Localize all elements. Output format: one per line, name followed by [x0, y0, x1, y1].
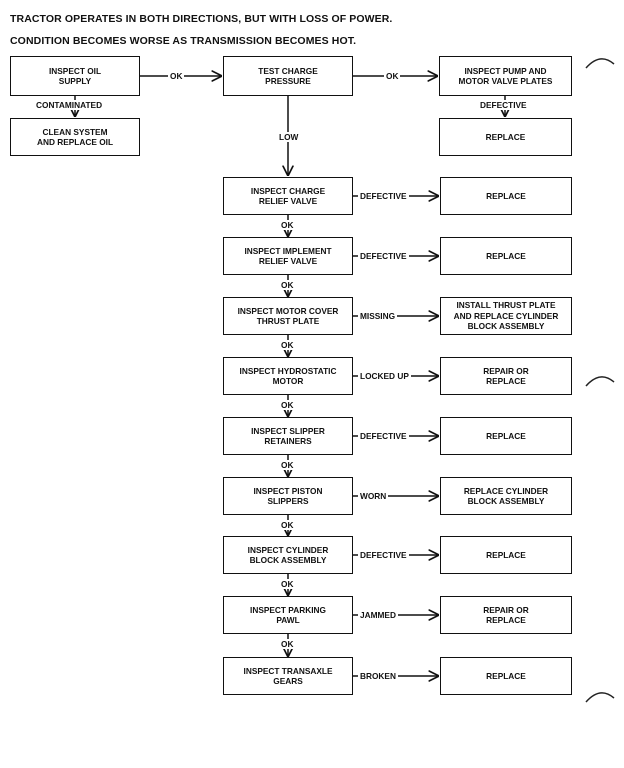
ok-label: OK	[280, 280, 295, 290]
ok-label: OK	[280, 220, 295, 230]
action-box: REPAIR OR REPLACE	[440, 596, 572, 634]
action-box: REPLACE	[440, 417, 572, 455]
action-box: REPLACE	[440, 177, 572, 215]
page-curl-mark	[585, 692, 615, 703]
condition-label: LOCKED UP	[358, 371, 411, 381]
ok-label: OK	[384, 71, 401, 81]
inspect-step-box: INSPECT CYLINDER BLOCK ASSEMBLY	[223, 536, 353, 574]
condition-label: DEFECTIVE	[358, 431, 409, 441]
action-box: REPLACE	[440, 657, 572, 695]
action-box: REPAIR OR REPLACE	[440, 357, 572, 395]
condition-label: BROKEN	[358, 671, 398, 681]
chart-title-line-1: TRACTOR OPERATES IN BOTH DIRECTIONS, BUT…	[10, 13, 393, 25]
inspect-oil-supply-box: INSPECT OIL SUPPLY	[10, 56, 140, 96]
condition-label: JAMMED	[358, 610, 398, 620]
inspect-step-box: INSPECT IMPLEMENT RELIEF VALVE	[223, 237, 353, 275]
action-box: REPLACE CYLINDER BLOCK ASSEMBLY	[440, 477, 572, 515]
ok-label: OK	[280, 520, 295, 530]
ok-label: OK	[280, 460, 295, 470]
inspect-step-box: INSPECT CHARGE RELIEF VALVE	[223, 177, 353, 215]
ok-label: OK	[280, 340, 295, 350]
action-box: INSTALL THRUST PLATE AND REPLACE CYLINDE…	[440, 297, 572, 335]
condition-label: DEFECTIVE	[358, 191, 409, 201]
ok-label: OK	[280, 579, 295, 589]
inspect-step-box: INSPECT MOTOR COVER THRUST PLATE	[223, 297, 353, 335]
action-box: REPLACE	[440, 536, 572, 574]
condition-label: MISSING	[358, 311, 398, 321]
inspect-step-box: INSPECT SLIPPER RETAINERS	[223, 417, 353, 455]
action-box: REPLACE	[440, 237, 572, 275]
test-charge-pressure-box: TEST CHARGE PRESSURE	[223, 56, 353, 96]
condition-label: WORN	[358, 491, 389, 501]
defective-label: DEFECTIVE	[478, 100, 529, 110]
page-curl-mark	[585, 58, 615, 69]
clean-system-box: CLEAN SYSTEM AND REPLACE OIL	[10, 118, 140, 156]
condition-label: DEFECTIVE	[358, 550, 409, 560]
inspect-step-box: INSPECT TRANSAXLE GEARS	[223, 657, 353, 695]
chart-title-line-2: CONDITION BECOMES WORSE AS TRANSMISSION …	[10, 35, 357, 47]
ok-label: OK	[280, 639, 295, 649]
contaminated-label: CONTAMINATED	[34, 100, 105, 110]
ok-label: OK	[280, 400, 295, 410]
inspect-step-box: INSPECT HYDROSTATIC MOTOR	[223, 357, 353, 395]
condition-label: DEFECTIVE	[358, 251, 409, 261]
inspect-pump-plates-box: INSPECT PUMP AND MOTOR VALVE PLATES	[439, 56, 572, 96]
replace-pump-plates-box: REPLACE	[439, 118, 572, 156]
inspect-step-box: INSPECT PARKING PAWL	[223, 596, 353, 634]
low-label: LOW	[277, 132, 301, 142]
inspect-step-box: INSPECT PISTON SLIPPERS	[223, 477, 353, 515]
page-curl-mark	[585, 376, 615, 387]
ok-label: OK	[168, 71, 185, 81]
